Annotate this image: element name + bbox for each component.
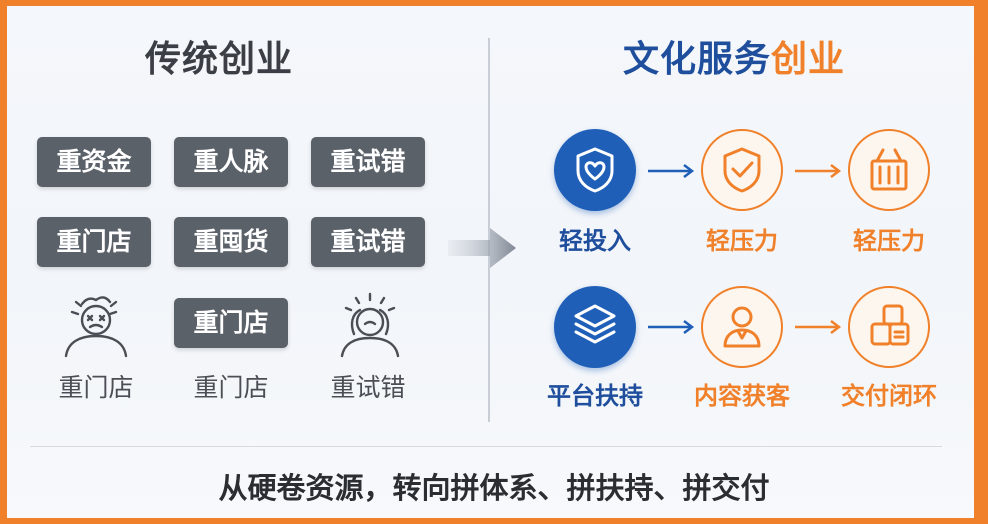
tag-heavy-connections: 重人脉 bbox=[174, 137, 288, 187]
tag-heavy-trial-error-2: 重试错 bbox=[311, 217, 425, 267]
basket-icon bbox=[848, 129, 930, 211]
title-main: 文化服务 bbox=[623, 39, 772, 80]
frustrated-person-label: 重试错 bbox=[330, 373, 406, 402]
node-label-light-pressure-2: 轻压力 bbox=[853, 227, 925, 255]
shield-heart-icon bbox=[554, 129, 636, 211]
left-border bbox=[0, 0, 7, 524]
bottom-border bbox=[0, 518, 988, 524]
tag-heavy-store: 重门店 bbox=[37, 217, 151, 267]
arrow-right-icon bbox=[648, 320, 695, 334]
tag-heavy-capital: 重资金 bbox=[37, 137, 151, 187]
bottom-divider bbox=[30, 446, 942, 447]
node-label-delivery-loop: 交付闭环 bbox=[841, 382, 937, 410]
traditional-title: 传统创业 bbox=[145, 39, 294, 80]
arrow-right-icon bbox=[648, 164, 695, 178]
node-label-platform-support: 平台扶持 bbox=[547, 382, 643, 410]
layers-icon bbox=[554, 286, 636, 368]
arrow-right-icon bbox=[795, 164, 842, 178]
arrow-right-icon bbox=[795, 320, 842, 334]
section-divider bbox=[488, 38, 490, 422]
tag-heavy-store-2: 重门店 bbox=[174, 298, 288, 348]
node-label-light-pressure: 轻压力 bbox=[706, 227, 778, 255]
frustrated-person-icon bbox=[332, 290, 408, 362]
right-border bbox=[974, 0, 988, 524]
stressed-person-icon bbox=[58, 290, 134, 362]
tag-heavy-inventory: 重囤货 bbox=[174, 217, 288, 267]
node-label-light-investment: 轻投入 bbox=[559, 227, 631, 255]
boxes-icon bbox=[848, 286, 930, 368]
stressed-person-label: 重门店 bbox=[58, 373, 134, 402]
shield-check-icon bbox=[701, 129, 783, 211]
transition-arrow-icon bbox=[448, 228, 516, 268]
tag-heavy-trial-error: 重试错 bbox=[311, 137, 425, 187]
tired-person-label: 重门店 bbox=[193, 373, 269, 402]
node-label-content-acquisition: 内容获客 bbox=[694, 382, 790, 410]
title-highlight: 创业 bbox=[771, 39, 846, 80]
summary-slogan: 从硬卷资源，转向拼体系、拼扶持、拼交付 bbox=[218, 471, 770, 505]
culture-service-title: 文化服务创业 bbox=[623, 38, 845, 82]
top-border bbox=[0, 0, 988, 6]
user-icon bbox=[701, 286, 783, 368]
